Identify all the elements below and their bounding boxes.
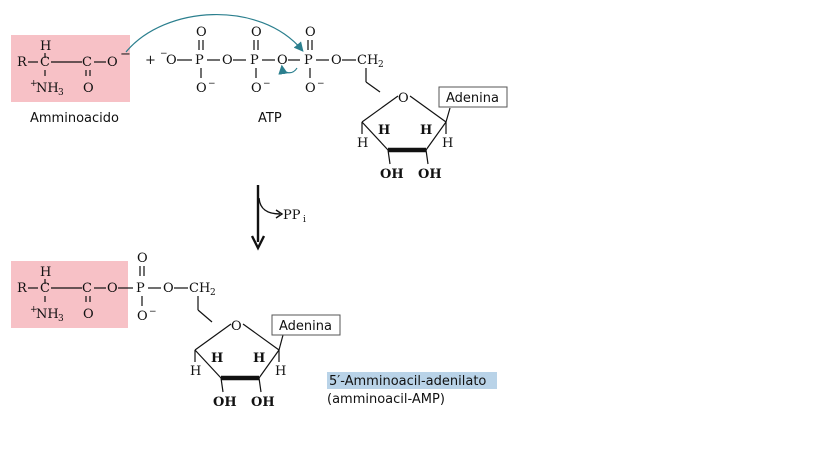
atom-c-alpha: C bbox=[40, 55, 50, 70]
svg-text:O: O bbox=[137, 309, 148, 324]
atom-nh3: NH bbox=[36, 81, 59, 96]
svg-text:O: O bbox=[137, 251, 148, 266]
svg-text:2: 2 bbox=[378, 60, 384, 70]
svg-text:H: H bbox=[442, 136, 453, 151]
atp-p-alpha: P bbox=[304, 53, 313, 68]
product-alt-name: (amminoacil-AMP) bbox=[327, 392, 445, 407]
svg-text:O: O bbox=[163, 281, 174, 296]
svg-text:R: R bbox=[17, 281, 28, 296]
adenine-box bbox=[438, 86, 508, 108]
amino-acid-group: H R C C O − + NH 3 O Amminoacido bbox=[11, 35, 131, 126]
pyrophosphate-label: PP bbox=[283, 208, 301, 223]
atp-o-gamma-top: O bbox=[196, 25, 207, 40]
amino-acid-highlight bbox=[11, 35, 130, 102]
svg-text:H: H bbox=[40, 265, 51, 280]
reaction-arrow: PP i bbox=[250, 185, 306, 251]
atp-o-alpha-top: O bbox=[305, 25, 316, 40]
atp-o-alpha-bottom: O bbox=[305, 81, 316, 96]
atp-o-bridge-2: O bbox=[277, 53, 288, 68]
product-adenine-label: Adenina bbox=[279, 319, 332, 334]
electron-shift-arrow bbox=[278, 64, 298, 75]
ribose-o-top: O bbox=[398, 91, 409, 106]
atp-label: ATP bbox=[258, 111, 282, 126]
svg-text:H: H bbox=[190, 364, 201, 379]
ribose-oh-2: OH bbox=[380, 167, 404, 182]
svg-text:2: 2 bbox=[210, 288, 216, 298]
atom-o-carboxylate: O bbox=[107, 55, 118, 70]
ribose-oh-3: OH bbox=[418, 167, 442, 182]
atom-h: H bbox=[40, 39, 51, 54]
svg-text:H: H bbox=[420, 123, 432, 138]
nucleophilic-attack-arrow bbox=[125, 14, 304, 53]
atp-o-beta-top: O bbox=[251, 25, 262, 40]
adenine-label: Adenina bbox=[446, 91, 499, 106]
svg-text:3: 3 bbox=[58, 314, 64, 324]
product-phosphorus: P bbox=[136, 281, 145, 296]
atp-o-bridge-1: O bbox=[222, 53, 233, 68]
svg-text:H: H bbox=[253, 351, 265, 366]
svg-text:−: − bbox=[263, 79, 271, 89]
atp-p-beta: P bbox=[250, 53, 259, 68]
atp-o-beta-bottom: O bbox=[251, 81, 262, 96]
svg-text:−: − bbox=[149, 307, 157, 317]
svg-text:−: − bbox=[208, 79, 216, 89]
atp-o-gamma-bottom: O bbox=[196, 81, 207, 96]
svg-text:H: H bbox=[357, 136, 368, 151]
aminoacyl-amp: H R C C O + NH 3 O O P O − O CH 2 O bbox=[11, 251, 341, 410]
svg-text:H: H bbox=[275, 364, 286, 379]
atp-charge: − bbox=[160, 49, 168, 59]
svg-text:+: + bbox=[30, 305, 38, 315]
charge-minus: − bbox=[120, 47, 131, 62]
atom-nh3-sub: 3 bbox=[58, 88, 64, 98]
product-amino-highlight bbox=[11, 261, 128, 328]
atp-o-terminal: O bbox=[166, 53, 177, 68]
svg-text:H: H bbox=[378, 123, 390, 138]
amino-acid-label: Amminoacido bbox=[30, 111, 119, 126]
svg-text:OH: OH bbox=[251, 395, 275, 410]
svg-text:C: C bbox=[40, 281, 50, 296]
svg-text:H: H bbox=[211, 351, 223, 366]
svg-text:NH: NH bbox=[36, 307, 59, 322]
svg-text:O: O bbox=[107, 281, 118, 296]
svg-text:OH: OH bbox=[213, 395, 237, 410]
atom-o-carbonyl: O bbox=[83, 81, 94, 96]
atp-molecule: − O O P O − O O P O − O O P O − O bbox=[160, 25, 508, 182]
charge-plus: + bbox=[30, 79, 38, 89]
atp-p-gamma: P bbox=[195, 53, 204, 68]
atom-r: R bbox=[17, 55, 28, 70]
product-name-highlight bbox=[327, 372, 497, 389]
svg-text:C: C bbox=[82, 281, 92, 296]
plus-sign: + bbox=[145, 53, 156, 68]
atp-o-ester: O bbox=[331, 53, 342, 68]
svg-text:CH: CH bbox=[189, 281, 210, 296]
product-name: 5′-Amminoacil-adenilato bbox=[329, 374, 486, 389]
svg-text:−: − bbox=[317, 79, 325, 89]
atp-ch2: CH bbox=[357, 53, 378, 68]
atom-c-carboxyl: C bbox=[82, 55, 92, 70]
pyrophosphate-sub: i bbox=[303, 215, 306, 225]
svg-text:O: O bbox=[83, 307, 94, 322]
svg-text:O: O bbox=[231, 319, 242, 334]
product-adenine-box bbox=[271, 314, 341, 336]
